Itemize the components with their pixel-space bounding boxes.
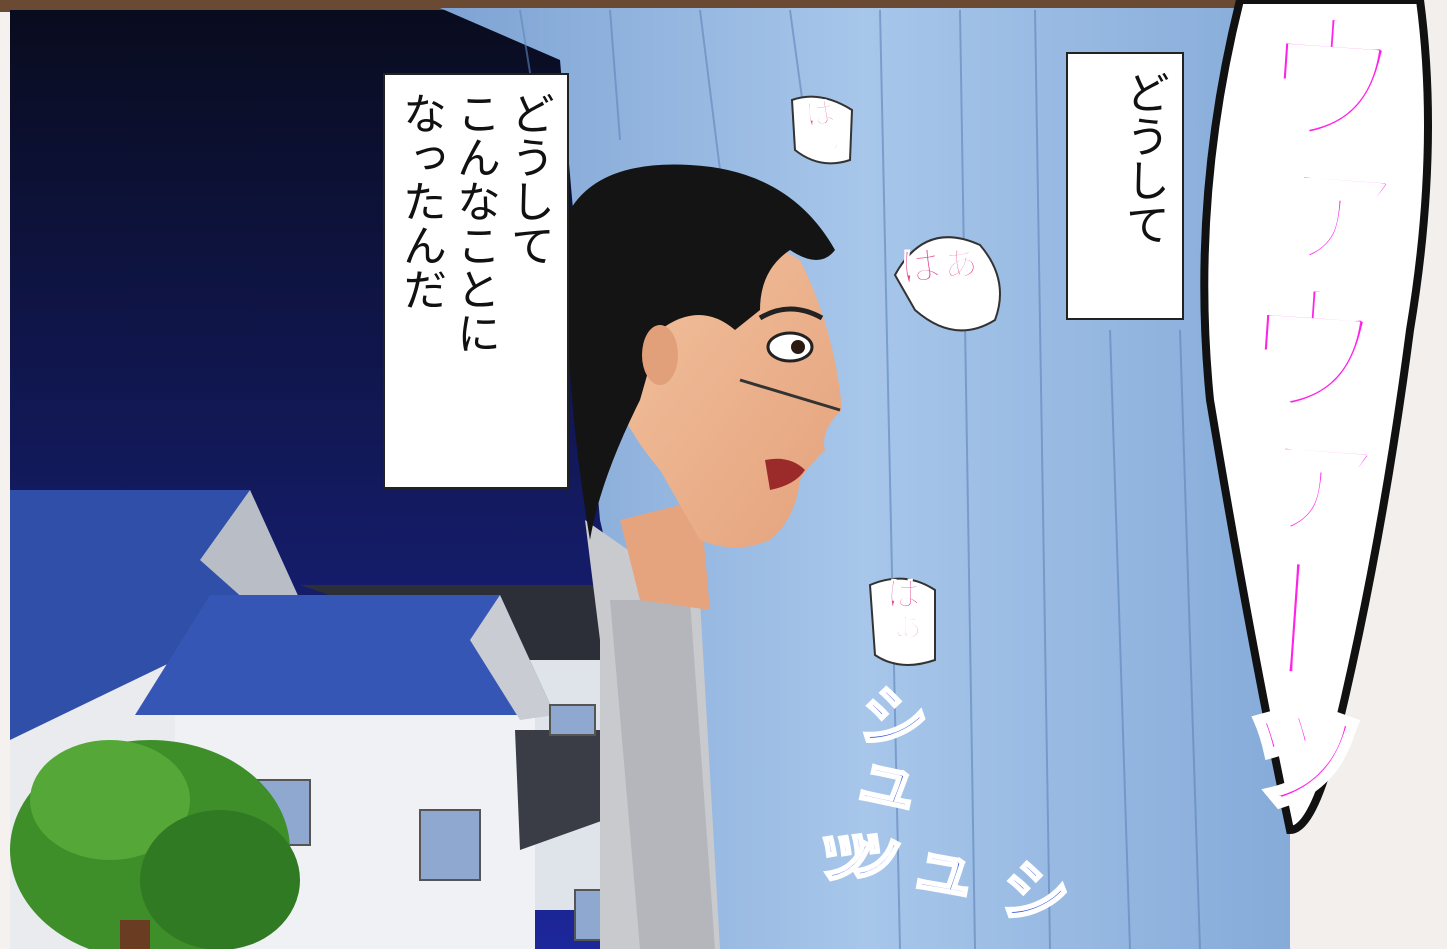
breath-bubble-1 <box>790 95 854 165</box>
breath-bubble-3 <box>868 577 936 666</box>
narration-line-1: どうして <box>503 91 554 267</box>
tree <box>10 740 300 949</box>
breath-sfx-2: はぁ <box>898 237 983 293</box>
narration-box-right: どうして <box>1066 52 1184 320</box>
breath-bubble-2 <box>893 236 1001 332</box>
narration-text: どうして <box>1118 70 1169 246</box>
breath-sfx-3: はぁ <box>880 576 921 645</box>
narration-box-left: どうして こんなことに なったんだ <box>383 73 569 489</box>
breath-sfx-1: はぁ <box>796 95 840 161</box>
man-character <box>568 164 842 949</box>
narration-line-3: なったんだ <box>395 91 446 311</box>
narration-line-2: こんなことに <box>449 91 500 355</box>
sfx-burst-backing <box>1200 0 1432 835</box>
